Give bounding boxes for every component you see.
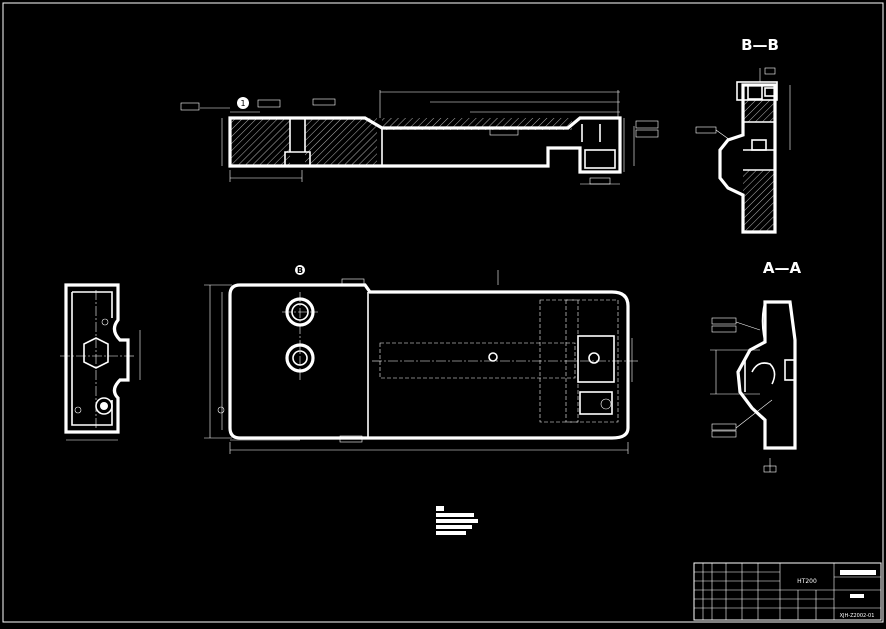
section-bb-title: B—B [741,36,779,54]
view-b-marker: B [297,266,303,275]
title-block: HT200 XJH-Z2002-01 [693,562,882,621]
section-bb-outline [718,83,777,234]
balloon-1-label: 1 [240,99,245,108]
plan-outline [228,283,630,440]
balloon-1 [237,97,249,109]
hatch-mid-block [305,118,377,166]
section-bb-view: B—B [695,36,791,234]
section-aa-view: A—A [710,259,802,473]
material-label: HT200 [797,578,817,585]
left-end-view [60,283,141,441]
section-aa-outline [736,300,797,450]
plan-view: B [204,265,640,454]
section-aa-title: A—A [763,259,802,277]
front-section-view: 1 [180,90,659,185]
drawing-number: XJH-Z2002-01 [840,613,875,619]
technical-notes [436,506,478,535]
hatch-left-block [230,118,290,166]
left-end-outline [64,283,130,434]
